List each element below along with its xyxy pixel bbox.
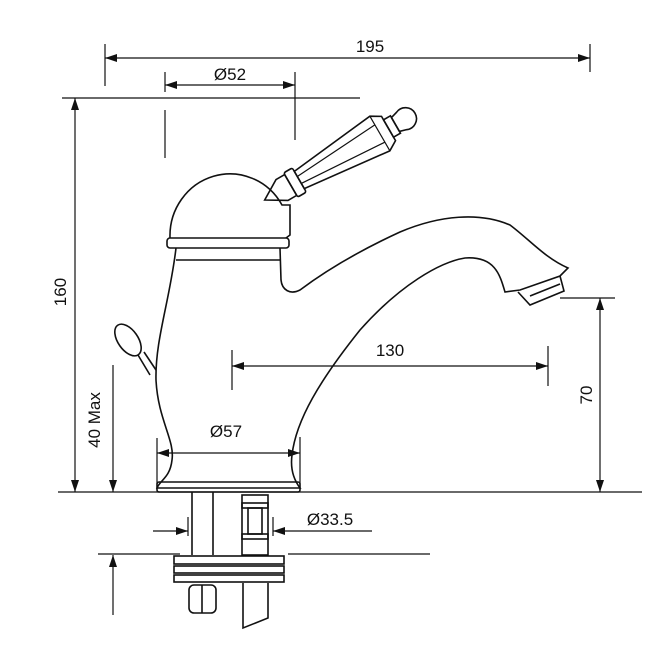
dimension-spout-height: 70 <box>560 297 615 492</box>
dimension-overall-height: 160 <box>51 97 360 492</box>
spout-height-label: 70 <box>577 386 596 405</box>
handle-diameter-label: Ø52 <box>214 65 246 84</box>
base-diameter-label: Ø57 <box>210 422 242 441</box>
deck-thickness-label: 40 Max <box>85 392 104 448</box>
overall-width-label: 195 <box>356 37 384 56</box>
dimension-base-diameter: Ø57 <box>156 422 301 484</box>
pop-up-lever <box>114 323 157 376</box>
dimension-spout-reach: 130 <box>231 341 549 390</box>
overall-height-label: 160 <box>51 278 70 306</box>
dimension-deck-thickness: 40 Max <box>85 365 430 615</box>
hole-diameter-label: Ø33.5 <box>307 510 353 529</box>
handle-lever <box>263 106 418 202</box>
spout-reach-label: 130 <box>376 341 404 360</box>
faucet-body <box>155 173 570 493</box>
dimension-hole-diameter: Ø33.5 <box>153 510 372 536</box>
dimension-handle-diameter: Ø52 <box>164 65 296 158</box>
mounting-hardware <box>173 492 285 630</box>
dimension-overall-width: 195 <box>104 37 591 86</box>
